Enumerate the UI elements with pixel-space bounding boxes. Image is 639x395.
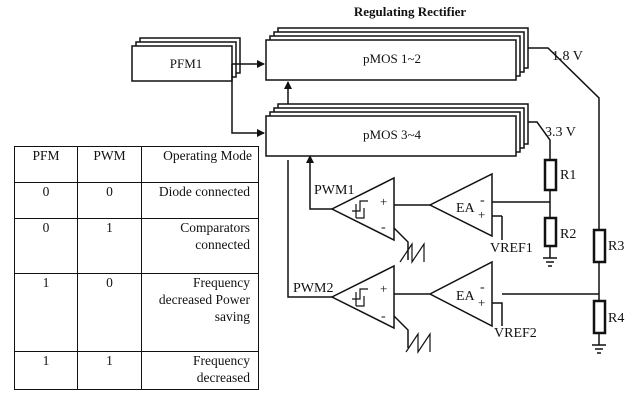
pfm-connections [231, 60, 292, 137]
header-operating-mode: Operating Mode [141, 145, 259, 184]
r2-label: R2 [560, 227, 576, 242]
vref1-label: VREF1 [490, 241, 533, 256]
header-pwm: PWM [77, 145, 142, 184]
cell-pwm: 0 [77, 182, 142, 220]
resistor-r2 [543, 216, 558, 248]
cell-mode: Diode connected [141, 182, 259, 220]
resistor-r4 [592, 299, 607, 335]
hysteresis-icon [352, 288, 368, 307]
comparator-pwm1 [330, 176, 395, 242]
pwm2-feedback [287, 160, 332, 298]
output-networks [502, 47, 600, 345]
sawtooth-icon [405, 332, 431, 354]
operating-mode-table: PFM PWM Operating Mode 0 0 Diode connect… [14, 145, 259, 391]
table-row: 0 1 Comparators connected [14, 218, 259, 274]
cell-pfm: 0 [14, 182, 78, 220]
pfm1-block [131, 37, 241, 82]
minus-sign: - [480, 193, 485, 208]
r3-label: R3 [608, 239, 624, 254]
cell-pwm: 1 [77, 350, 142, 391]
ground-icon [543, 257, 557, 267]
plus-sign: + [380, 194, 387, 209]
pmos-1-2-label: pMOS 1~2 [363, 51, 421, 66]
cell-pwm: 1 [77, 218, 142, 274]
minus-sign: - [381, 309, 386, 324]
minus-sign: - [381, 220, 386, 235]
plus-sign: + [380, 281, 387, 296]
pwm1-label: PWM1 [314, 183, 354, 198]
cell-pfm: 0 [14, 218, 78, 274]
voltage-1-8-label: 1.8 V [552, 49, 583, 64]
r4-label: R4 [608, 311, 624, 326]
error-amp-1 [428, 172, 493, 238]
sawtooth-icon [399, 242, 425, 264]
cell-mode: Frequency decreased Power saving [141, 272, 259, 352]
header-pfm: PFM [14, 145, 78, 184]
ea2-label: EA [456, 289, 476, 304]
cell-mode: Comparators connected [141, 218, 259, 274]
pwm1-feedback [306, 155, 332, 210]
table-row: 0 0 Diode connected [14, 182, 259, 220]
table-header-row: PFM PWM Operating Mode [14, 145, 259, 184]
table-row: 1 0 Frequency decreased Power saving [14, 272, 259, 352]
ea1-label: EA [456, 201, 476, 216]
minus-sign: - [480, 280, 485, 295]
comparator-pwm2 [330, 264, 395, 330]
r1-label: R1 [560, 168, 576, 183]
voltage-3-3-label: 3.3 V [545, 125, 576, 140]
hysteresis-icon [352, 200, 368, 219]
plus-sign: + [478, 207, 485, 222]
cell-pfm: 1 [14, 272, 78, 352]
table-row: 1 1 Frequency decreased [14, 350, 259, 391]
pmos-3-4-label: pMOS 3~4 [363, 127, 421, 142]
resistor-r1 [543, 158, 558, 192]
cell-mode: Frequency decreased [141, 350, 259, 391]
cell-pwm: 0 [77, 272, 142, 352]
error-amp-2 [428, 260, 493, 328]
resistor-r3 [592, 228, 607, 264]
pmos-3-4-block [265, 103, 529, 157]
pwm2-label: PWM2 [293, 281, 333, 296]
cell-pfm: 1 [14, 350, 78, 391]
plus-sign: + [478, 295, 485, 310]
vref2-label: VREF2 [494, 326, 537, 341]
ground-icon [592, 344, 606, 354]
pfm1-label: PFM1 [170, 56, 203, 71]
pmos-1-2-block [265, 27, 529, 81]
diagram-title: Regulating Rectifier [354, 4, 467, 19]
